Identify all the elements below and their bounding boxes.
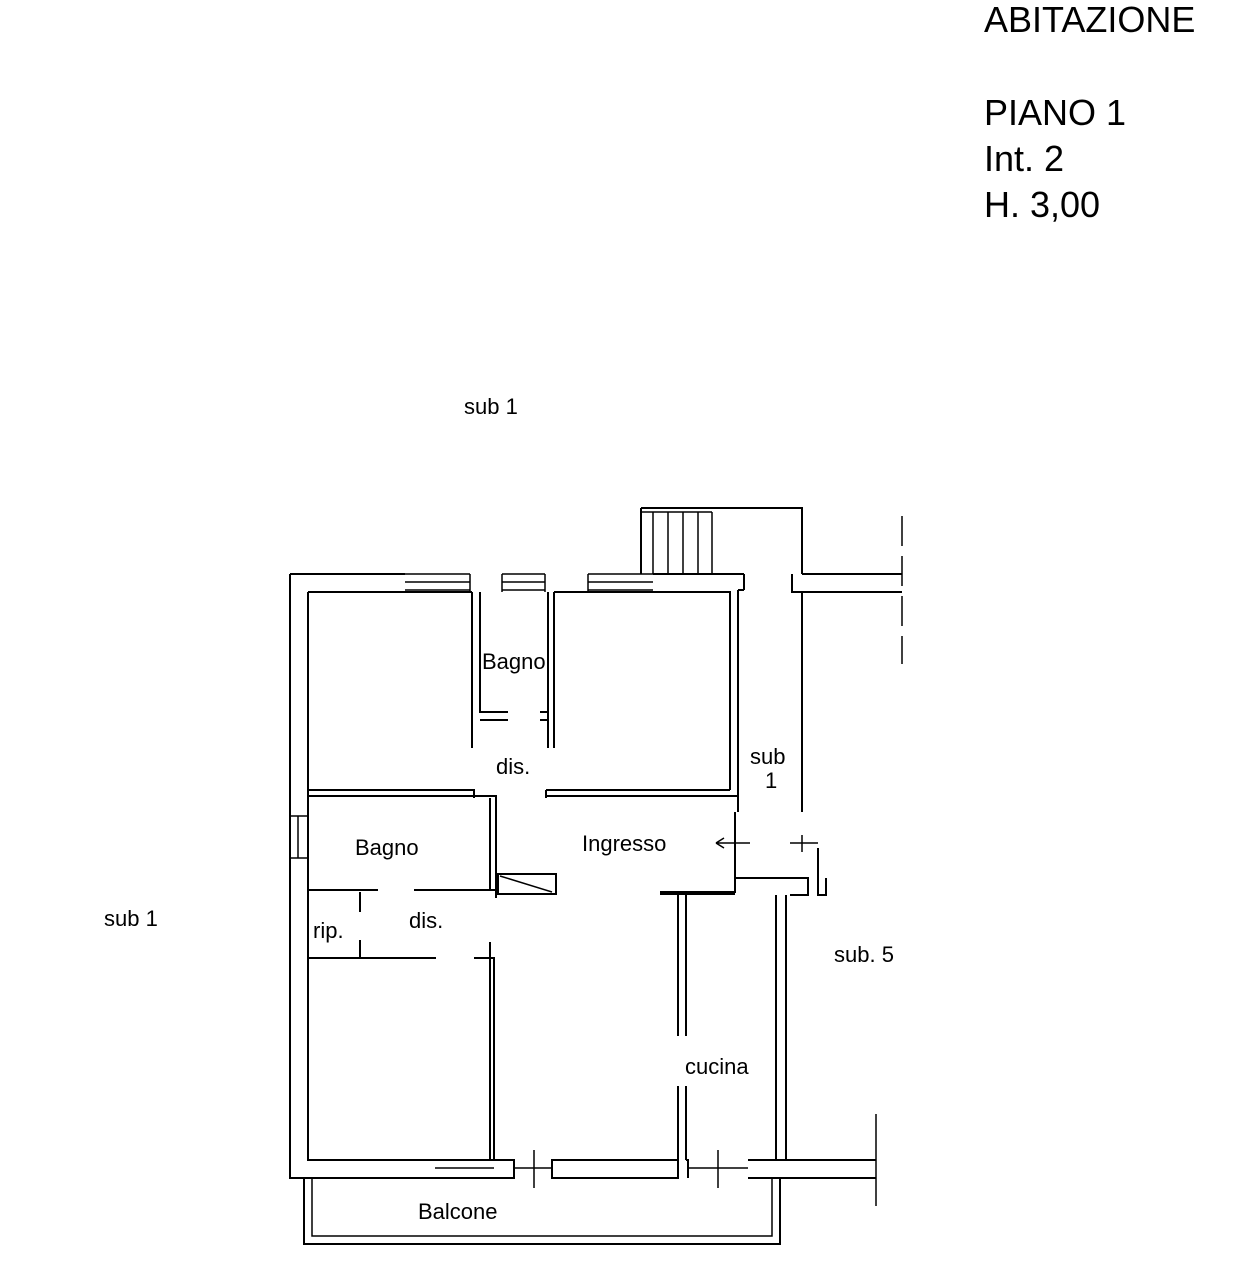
unit-number: Int. 2 <box>984 138 1065 179</box>
title-block: ABITAZIONE PIANO 1 Int. 2 H. 3,00 <box>984 0 1195 228</box>
room-label-balcone: Balcone <box>418 1199 498 1224</box>
upper-bathroom-walls <box>471 592 555 748</box>
ceiling-height: H. 3,00 <box>984 184 1101 225</box>
label-sub1-corridor-num: 1 <box>765 768 777 793</box>
label-sub1-corridor: sub <box>750 744 785 769</box>
room-label-dis-top: dis. <box>496 754 530 779</box>
label-sub1-left: sub 1 <box>104 906 158 931</box>
plan-heading: ABITAZIONE <box>984 0 1196 40</box>
kitchen-walls <box>660 891 787 1160</box>
storage-room-walls <box>308 892 495 1160</box>
room-label-bagno-top: Bagno <box>482 649 546 674</box>
room-label-dis-mid: dis. <box>409 908 443 933</box>
middle-bathroom-walls <box>308 795 557 898</box>
floor-level: PIANO 1 <box>984 92 1127 133</box>
label-sub1-top: sub 1 <box>464 394 518 419</box>
balcony-outline <box>303 1178 781 1245</box>
room-label-bagno-mid: Bagno <box>355 835 419 860</box>
room-label-ingresso: Ingresso <box>582 831 666 856</box>
bottom-wall <box>435 1114 877 1206</box>
room-label-rip: rip. <box>313 918 344 943</box>
common-corridor <box>715 516 903 896</box>
label-sub5: sub. 5 <box>834 942 894 967</box>
room-label-cucina: cucina <box>685 1054 749 1079</box>
staircase <box>640 507 803 574</box>
